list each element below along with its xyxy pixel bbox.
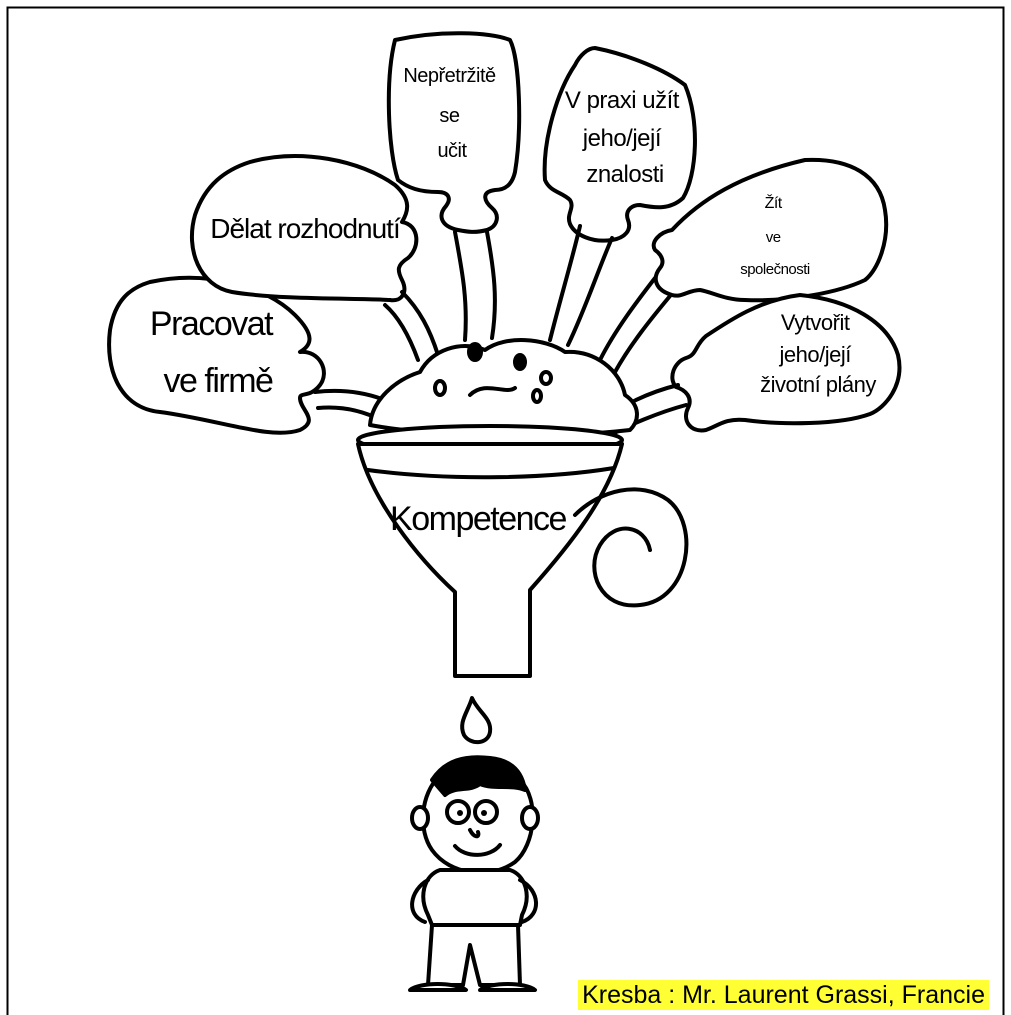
person-smile xyxy=(453,843,502,857)
label-line: Nepřetržitě xyxy=(403,65,496,87)
label-line: se xyxy=(439,105,460,127)
label-line: učit xyxy=(437,140,467,162)
stream-top-right xyxy=(548,224,614,347)
bottle-create-life-plans xyxy=(670,293,902,433)
label-line: společnosti xyxy=(740,261,810,278)
water-drop xyxy=(460,696,493,745)
page-border xyxy=(6,6,1005,1015)
label-line: jeho/její xyxy=(582,125,662,152)
splash-curl xyxy=(468,386,517,397)
label-line: Žít xyxy=(765,193,783,212)
bottle-label-apply: V praxi užít jeho/její znalosti xyxy=(565,87,685,188)
bottle-keep-learning xyxy=(386,31,522,234)
stream-left-mid xyxy=(383,290,440,362)
person-hair xyxy=(430,755,527,797)
person-shoes xyxy=(408,982,537,992)
label-line: ve xyxy=(766,229,781,246)
person-ear-left xyxy=(410,805,430,831)
bottle-label-decisions: Dělat rozhodnutí xyxy=(210,213,401,244)
bottle-live-in-society xyxy=(651,157,889,303)
label-line: Vytvořit xyxy=(781,310,850,335)
bottle-label-society: Žít ve společnosti xyxy=(740,193,810,278)
bottle-label-learning: Nepřetržitě se učit xyxy=(403,65,500,162)
droplet-5 xyxy=(531,388,543,404)
label-line: Dělat rozhodnutí xyxy=(210,213,401,244)
funnel-handle-ring xyxy=(573,487,689,608)
label-line: V praxi užít xyxy=(565,87,680,114)
bottle-label-work: Pracovat ve firmě xyxy=(150,305,280,400)
person-ear-right xyxy=(520,805,540,831)
label-line: ve firmě xyxy=(164,362,274,400)
person-torso xyxy=(421,868,529,927)
stream-top-left xyxy=(453,230,497,342)
person-legs xyxy=(426,923,522,987)
stream-right-mid xyxy=(598,276,672,374)
funnel-label: Kompetence xyxy=(390,500,566,538)
funnel-band xyxy=(366,466,616,480)
bottle-work-in-company xyxy=(107,275,326,435)
funnel-body xyxy=(356,442,624,678)
droplet-3 xyxy=(539,370,553,386)
person-figure xyxy=(408,755,540,992)
drawing-credit: Kresba : Mr. Laurent Grassi, Francie xyxy=(578,980,989,1010)
droplet-4 xyxy=(433,379,447,397)
person-arms xyxy=(410,878,538,924)
droplet-2 xyxy=(513,353,527,371)
label-line: jeho/její xyxy=(779,342,852,367)
bottle-make-decisions xyxy=(189,154,419,303)
label-line: životní plány xyxy=(760,372,876,397)
bottle-label-life-plans: Vytvořit jeho/její životní plány xyxy=(760,310,876,397)
droplet-1 xyxy=(467,342,483,362)
label-line: znalosti xyxy=(586,161,663,188)
label-line: Pracovat xyxy=(150,305,274,343)
